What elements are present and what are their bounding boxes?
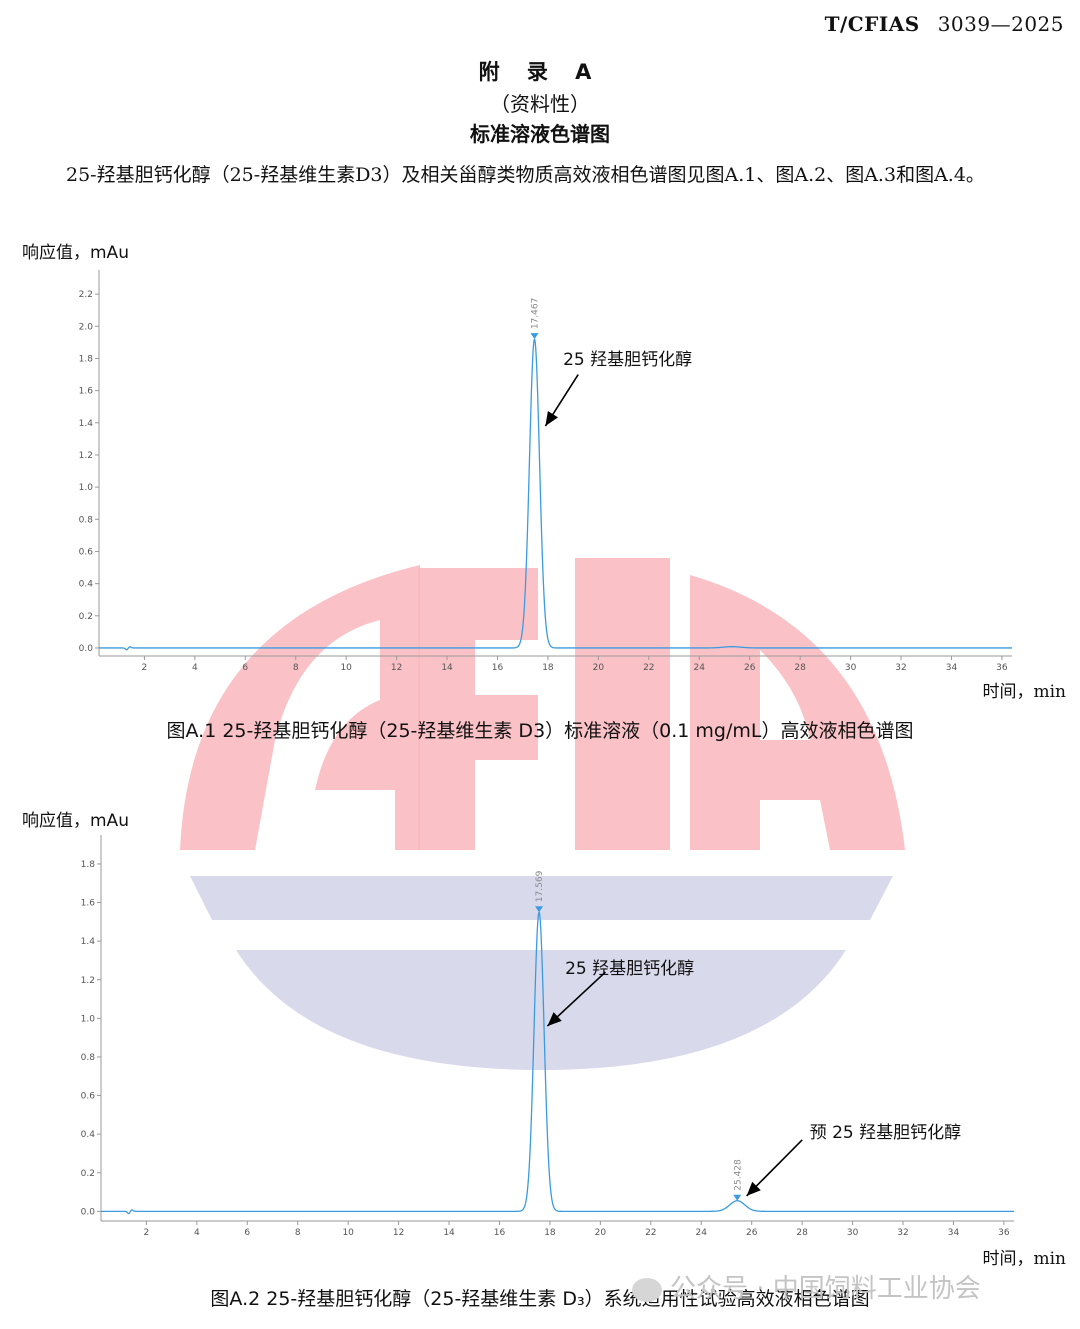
x-tick-label: 32	[895, 663, 906, 673]
x-tick-label: 2	[144, 1228, 150, 1238]
x-tick-label: 36	[996, 663, 1008, 673]
x-tick-label: 18	[544, 1228, 556, 1238]
chromatogram-trace	[101, 911, 1014, 1215]
y-tick-label: 0.0	[81, 1207, 96, 1217]
appendix-subtitle: （资料性）	[490, 92, 590, 116]
x-tick-label: 28	[796, 1228, 808, 1238]
annotation-arrow-head	[746, 1181, 761, 1196]
x-tick-label: 28	[794, 663, 806, 673]
y-tick-label: 0.2	[81, 1169, 95, 1179]
peak-annotation: 25 羟基胆钙化醇	[565, 959, 694, 979]
x-tick-label: 34	[946, 663, 958, 673]
y-tick-label: 1.6	[79, 387, 94, 397]
chart2-caption: 图A.2 25-羟基胆钙化醇（25-羟基维生素 D₃）系统适用性试验高效液相色谱…	[210, 1288, 870, 1310]
peak-rt-label: 25.428	[733, 1159, 743, 1191]
x-tick-label: 8	[293, 663, 299, 673]
cfia-watermark-red-letters	[180, 558, 905, 850]
annotation-arrow-head	[547, 1012, 562, 1027]
appendix-name: 标准溶液色谱图	[470, 122, 610, 146]
wechat-watermark: 公众号 · 中国饲料工业协会	[632, 1268, 981, 1305]
x-tick-label: 6	[244, 1228, 250, 1238]
y-tick-label: 0.8	[79, 515, 94, 525]
y-tick-label: 1.4	[81, 937, 96, 947]
y-tick-label: 1.2	[81, 976, 95, 986]
x-tick-label: 22	[643, 663, 654, 673]
x-tick-label: 10	[340, 663, 352, 673]
peak-annotation: 预 25 羟基胆钙化醇	[810, 1123, 961, 1143]
y-tick-label: 1.0	[81, 1014, 96, 1024]
x-tick-label: 14	[443, 1228, 455, 1238]
x-tick-label: 12	[393, 1228, 404, 1238]
wechat-text: 公众号 · 中国饲料工业协会	[670, 1274, 981, 1304]
watermark-letter-c	[255, 620, 395, 850]
y-tick-label: 0.8	[81, 1053, 96, 1063]
peak-marker	[733, 1194, 742, 1201]
chart1-caption: 图A.1 25-羟基胆钙化醇（25-羟基维生素 D3）标准溶液（0.1 mg/m…	[166, 720, 914, 742]
x-tick-label: 34	[948, 1228, 960, 1238]
chart2-ylabel: 响应值，mAu	[22, 811, 129, 831]
watermark-letter-f-gap	[475, 640, 538, 695]
y-tick-label: 1.0	[79, 483, 94, 493]
y-tick-label: 2.2	[79, 290, 93, 300]
watermark-band	[190, 876, 893, 920]
x-tick-label: 16	[492, 663, 504, 673]
x-tick-label: 2	[142, 663, 148, 673]
peak-rt-label: 17.467	[530, 298, 540, 330]
x-tick-label: 24	[694, 663, 706, 673]
y-tick-label: 1.8	[79, 354, 94, 364]
watermark-letter-i	[575, 558, 670, 850]
y-tick-label: 0.2	[79, 612, 93, 622]
x-tick-label: 18	[542, 663, 554, 673]
chart1-ylabel: 响应值，mAu	[22, 243, 129, 263]
y-tick-label: 0.6	[79, 547, 94, 557]
x-tick-label: 4	[192, 663, 198, 673]
y-tick-label: 0.4	[79, 580, 94, 590]
x-tick-label: 36	[998, 1228, 1010, 1238]
x-tick-label: 24	[696, 1228, 708, 1238]
x-tick-label: 12	[391, 663, 402, 673]
peak-marker	[535, 906, 544, 913]
x-tick-label: 26	[746, 1228, 758, 1238]
standard-org: T/CFIAS	[824, 12, 920, 36]
y-tick-label: 1.4	[79, 419, 94, 429]
x-tick-label: 14	[441, 663, 453, 673]
peak-rt-label: 17.569	[535, 870, 545, 902]
chart2-xlabel: 时间，min	[982, 1249, 1066, 1269]
chromatogram-trace	[99, 338, 1012, 651]
watermark-bowl	[236, 950, 846, 1070]
y-tick-label: 1.8	[81, 860, 96, 870]
standard-code: T/CFIAS 3039—2025	[825, 12, 1064, 36]
x-tick-label: 6	[242, 663, 248, 673]
peak-marker	[530, 333, 539, 340]
x-tick-label: 30	[847, 1228, 859, 1238]
watermark-letter-a-hole	[760, 650, 810, 740]
x-tick-label: 32	[897, 1228, 908, 1238]
x-tick-label: 8	[295, 1228, 301, 1238]
wechat-icon	[632, 1277, 662, 1302]
y-tick-label: 2.0	[79, 322, 94, 332]
x-tick-label: 10	[342, 1228, 354, 1238]
y-tick-label: 1.6	[81, 899, 96, 909]
x-tick-label: 20	[595, 1228, 607, 1238]
y-tick-label: 1.2	[79, 451, 93, 461]
y-tick-label: 0.0	[79, 644, 94, 654]
chart1-xlabel: 时间，min	[982, 682, 1066, 702]
x-tick-label: 26	[744, 663, 756, 673]
body-paragraph: 25-羟基胆钙化醇（25-羟基维生素D3）及相关甾醇类物质高效液相色谱图见图A.…	[66, 164, 985, 186]
chart2-svg: 0.00.20.40.60.81.01.21.41.61.8x103246810…	[81, 835, 1014, 1238]
peak-annotation: 25 羟基胆钙化醇	[563, 350, 692, 370]
appendix-title: 附 录 A	[478, 60, 602, 84]
x-tick-label: 30	[845, 663, 857, 673]
x-tick-label: 4	[194, 1228, 200, 1238]
watermark-letter-f-gap2	[475, 760, 538, 850]
y-tick-label: 0.6	[81, 1092, 96, 1102]
x-tick-label: 22	[645, 1228, 656, 1238]
annotation-arrow-head	[545, 410, 558, 427]
x-tick-label: 16	[494, 1228, 506, 1238]
x-tick-label: 20	[593, 663, 605, 673]
standard-number: 3039—2025	[937, 12, 1064, 36]
chart1-svg: 0.00.20.40.60.81.01.21.41.61.82.02.2x103…	[79, 270, 1012, 673]
y-tick-label: 0.4	[81, 1130, 96, 1140]
